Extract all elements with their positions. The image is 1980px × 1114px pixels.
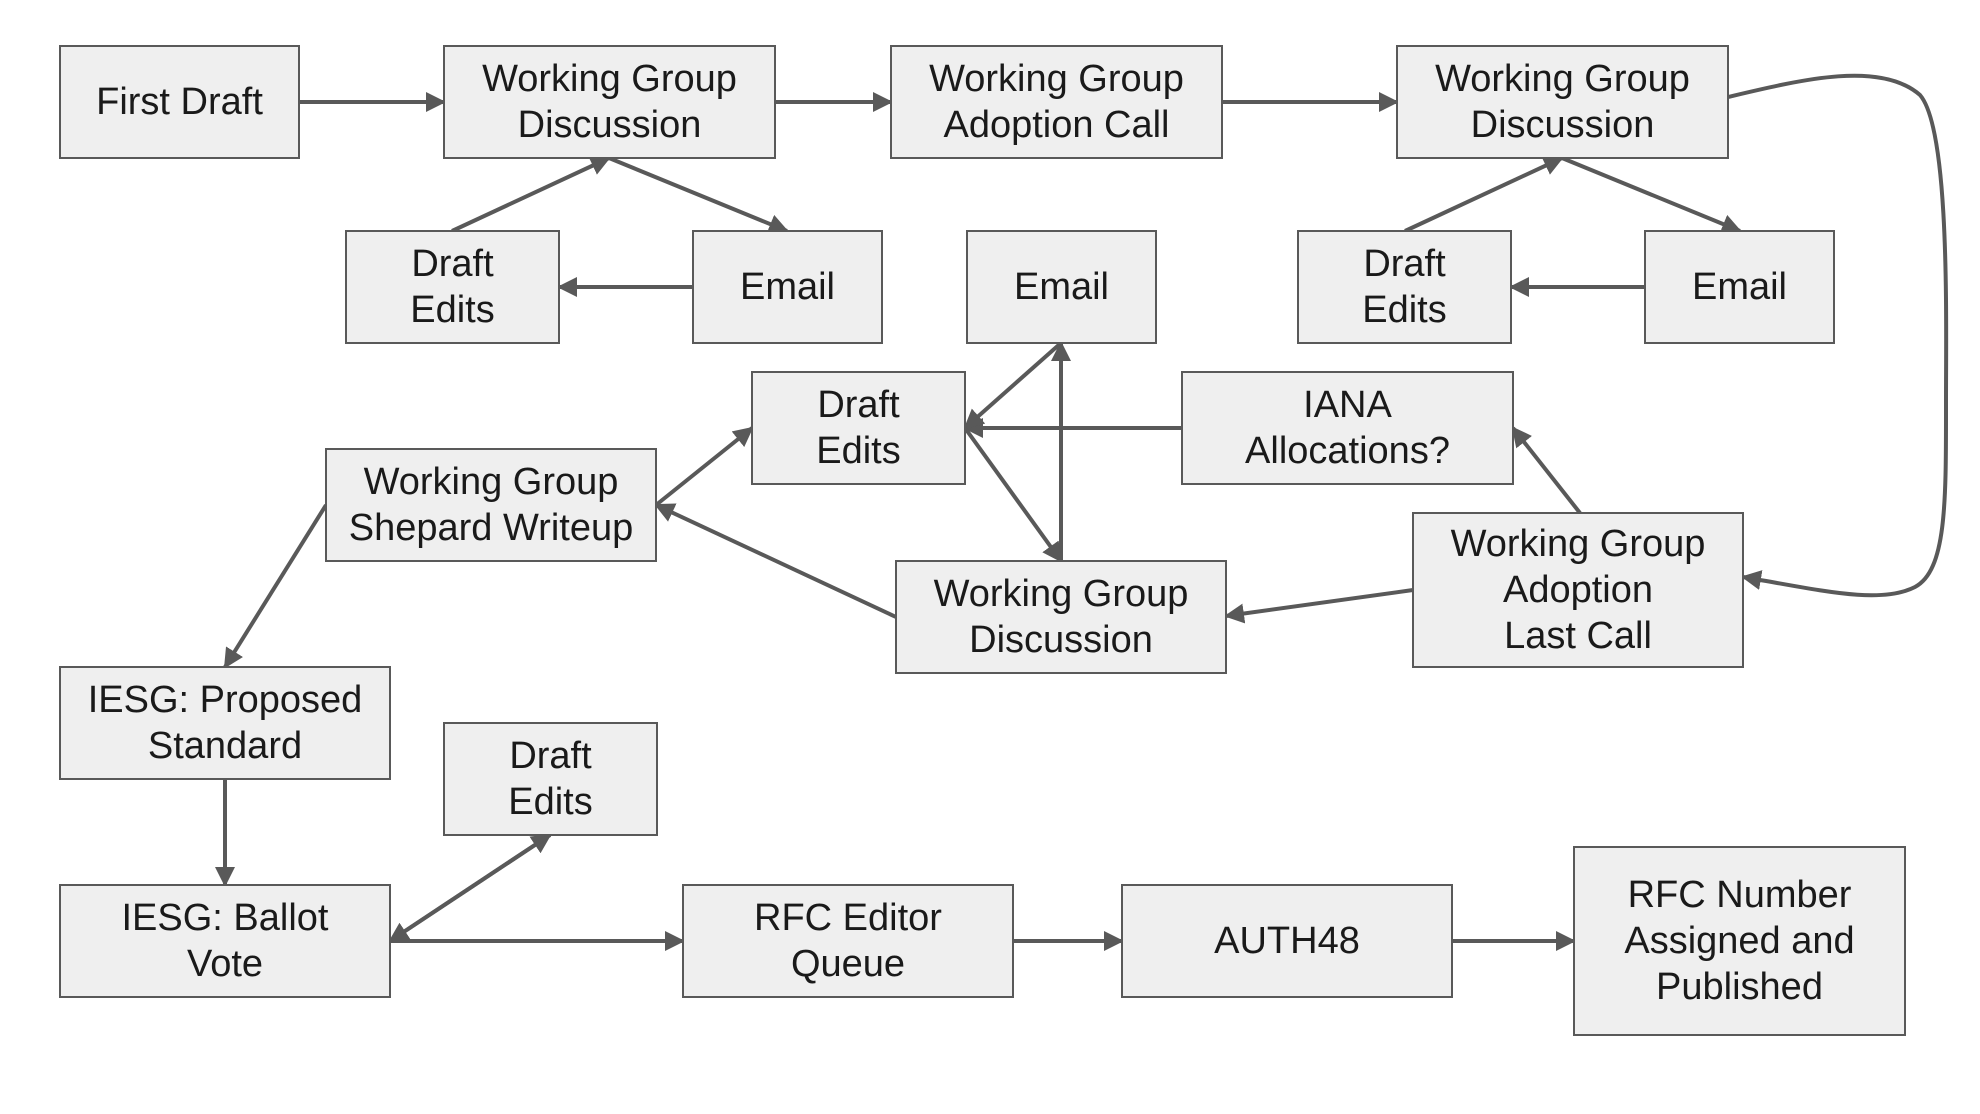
- arrow-draft-edits-1-to-wg-discussion-1: [451, 156, 611, 233]
- node-box: [682, 884, 1014, 998]
- node-label-line: Email: [740, 266, 835, 308]
- node-box: [1181, 371, 1514, 485]
- arrow-wg-discussion-1-to-email-1: [608, 156, 789, 234]
- node-box: [751, 371, 966, 485]
- node-box: [443, 722, 658, 836]
- node-box: [59, 45, 300, 159]
- arrow-wg-discussion-2-to-wg-adoption-last-call: [1727, 73, 1949, 598]
- node-label-line: Discussion: [1471, 104, 1655, 146]
- edges-layer: [215, 73, 1949, 951]
- node-label-line: Vote: [187, 943, 263, 985]
- node-box: [443, 45, 776, 159]
- arrow-draft-edits-4-to-iesg-ballot-vote: [388, 833, 552, 943]
- node-label-line: Draft: [509, 735, 592, 777]
- node-label-line: Draft: [817, 384, 900, 426]
- node-label-line: Published: [1656, 966, 1823, 1008]
- arrow-wg-adoption-last-call-to-iana-allocations: [1511, 426, 1582, 515]
- arrow-wg-shepard-writeup-to-draft-edits-2: [654, 426, 754, 507]
- node-label-line: IESG: Proposed: [88, 679, 363, 721]
- node-label-line: Edits: [410, 289, 494, 331]
- node-label-line: First Draft: [96, 81, 263, 123]
- arrow-wg-discussion-3-to-wg-shepard-writeup: [654, 503, 897, 619]
- arrow-email-2-to-draft-edits-2: [963, 341, 1063, 430]
- node-label-line: Adoption Call: [943, 104, 1169, 146]
- arrow-wg-discussion-2-to-email-3: [1561, 156, 1742, 234]
- node-label-line: Discussion: [518, 104, 702, 146]
- arrow-draft-edits-2-to-wg-discussion-3: [963, 426, 1063, 563]
- node-label-line: Working Group: [1435, 58, 1690, 100]
- node-label-line: RFC Editor: [754, 897, 942, 939]
- node-box: [1412, 512, 1744, 668]
- node-box: [345, 230, 560, 344]
- node-box: [1297, 230, 1512, 344]
- node-label-line: Draft: [411, 243, 494, 285]
- node-label-line: Queue: [791, 943, 905, 985]
- node-auth48: AUTH48: [1121, 884, 1453, 998]
- node-box: [692, 230, 883, 344]
- arrow-wg-adoption-last-call-to-wg-discussion-3: [1224, 588, 1414, 624]
- node-label-line: Last Call: [1504, 615, 1652, 657]
- node-label-line: Discussion: [969, 619, 1153, 661]
- node-email-1: Email: [692, 230, 883, 344]
- node-box: [1396, 45, 1729, 159]
- node-label-line: Working Group: [364, 461, 619, 503]
- node-label-line: Working Group: [482, 58, 737, 100]
- node-email-3: Email: [1644, 230, 1835, 344]
- node-box: [890, 45, 1223, 159]
- node-first-draft: First Draft: [59, 45, 300, 159]
- node-label-line: Draft: [1363, 243, 1446, 285]
- node-box: [59, 666, 391, 780]
- node-box: [1644, 230, 1835, 344]
- node-label-line: Email: [1692, 266, 1787, 308]
- node-label-line: Working Group: [929, 58, 1184, 100]
- node-label-line: RFC Number: [1628, 874, 1852, 916]
- node-label-line: Allocations?: [1245, 430, 1450, 472]
- node-label-line: Adoption: [1503, 569, 1653, 611]
- node-label-line: Edits: [816, 430, 900, 472]
- node-box: [1121, 884, 1453, 998]
- node-box: [966, 230, 1157, 344]
- node-box: [59, 884, 391, 998]
- node-box: [1573, 846, 1906, 1036]
- node-label-line: Email: [1014, 266, 1109, 308]
- node-label-line: Working Group: [1451, 523, 1706, 565]
- node-label-line: IANA: [1303, 384, 1392, 426]
- node-label-line: Standard: [148, 725, 302, 767]
- node-label-line: Edits: [508, 781, 592, 823]
- node-label-line: Assigned and: [1624, 920, 1854, 962]
- node-label-line: IESG: Ballot: [122, 897, 329, 939]
- node-label-line: AUTH48: [1214, 920, 1360, 962]
- node-label-line: Shepard Writeup: [349, 507, 633, 549]
- arrow-wg-shepard-writeup-to-iesg-proposed-standard: [223, 503, 328, 669]
- node-box: [895, 560, 1227, 674]
- node-email-2: Email: [966, 230, 1157, 344]
- arrow-draft-edits-3-to-wg-discussion-2: [1404, 156, 1564, 233]
- node-label-line: Working Group: [934, 573, 1189, 615]
- node-box: [325, 448, 657, 562]
- node-label-line: Edits: [1362, 289, 1446, 331]
